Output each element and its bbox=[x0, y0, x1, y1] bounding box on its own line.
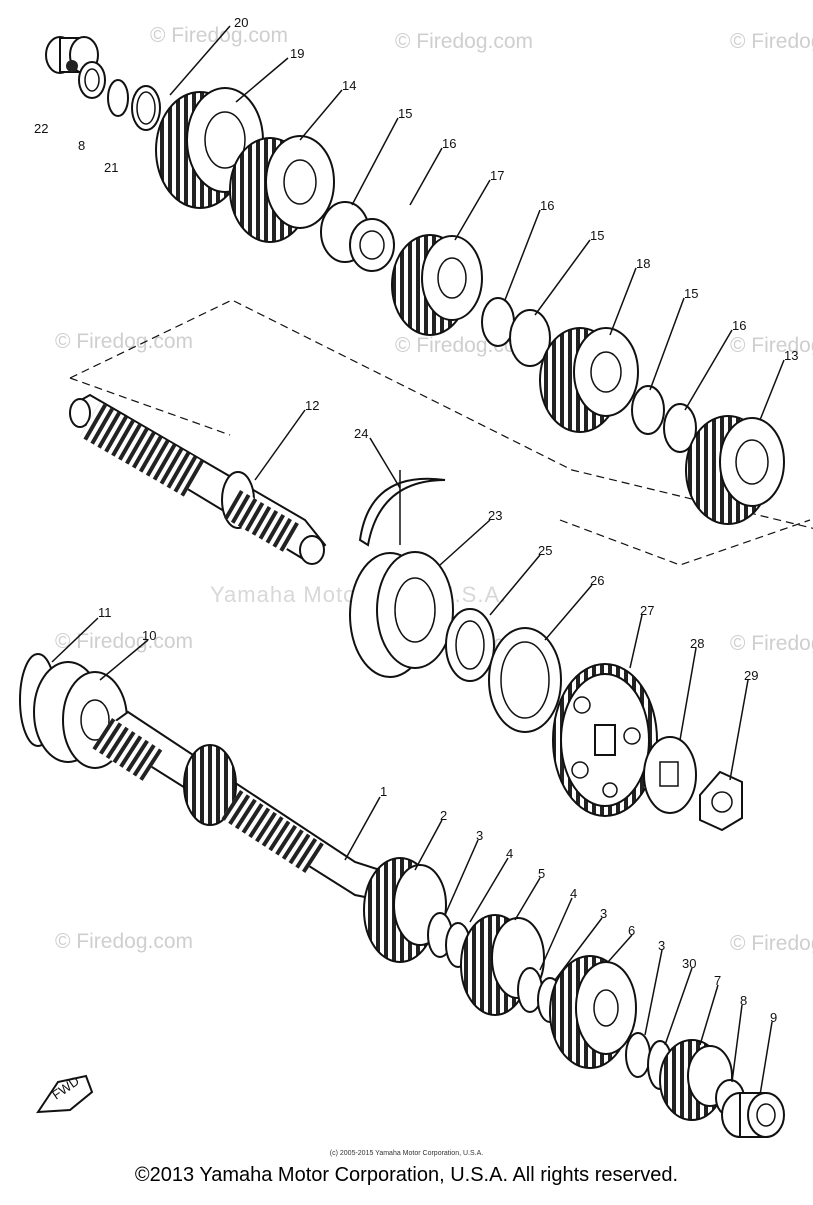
label-2: 2 bbox=[440, 808, 447, 823]
watermark: © Firedog.com bbox=[730, 30, 813, 53]
fwd-arrow: FWD bbox=[36, 1073, 94, 1114]
label-16: 16 bbox=[442, 136, 456, 151]
watermark: © Firedog.com bbox=[395, 30, 533, 53]
watermark: © Firedog.com bbox=[55, 930, 193, 953]
part-27-sprocket bbox=[552, 663, 658, 817]
label-20: 20 bbox=[234, 15, 248, 30]
label-8: 8 bbox=[78, 138, 85, 153]
label-4: 4 bbox=[570, 886, 577, 901]
watermark: © Firedog.com bbox=[730, 932, 813, 955]
leader-lines bbox=[51, 25, 785, 1096]
part-15-circlip-b bbox=[509, 309, 551, 367]
part-23-bearing bbox=[349, 551, 454, 678]
part-24-circlip bbox=[358, 477, 446, 547]
label-3: 3 bbox=[600, 906, 607, 921]
part-17-gear bbox=[391, 234, 483, 336]
label-26: 26 bbox=[590, 573, 604, 588]
label-5: 5 bbox=[538, 866, 545, 881]
label-19: 19 bbox=[290, 46, 304, 61]
part-15-circlip-c bbox=[631, 385, 665, 435]
part-22-bearing bbox=[45, 36, 99, 74]
watermark: © Firedog.com bbox=[730, 334, 813, 357]
label-18: 18 bbox=[636, 256, 650, 271]
label-29: 29 bbox=[744, 668, 758, 683]
label-12: 12 bbox=[305, 398, 319, 413]
label-13: 13 bbox=[784, 348, 798, 363]
part-9-collar bbox=[721, 1092, 785, 1138]
label-10: 10 bbox=[142, 628, 156, 643]
part-12-main-shaft bbox=[69, 393, 327, 565]
label-11: 11 bbox=[98, 605, 112, 620]
part-25-collar bbox=[445, 608, 495, 682]
label-16: 16 bbox=[732, 318, 746, 333]
label-7: 7 bbox=[714, 973, 721, 988]
part-20-washer bbox=[131, 85, 161, 131]
watermark: © Firedog.com bbox=[150, 24, 288, 47]
label-25: 25 bbox=[538, 543, 552, 558]
label-24: 24 bbox=[354, 426, 368, 441]
part-18-gear bbox=[539, 327, 639, 433]
part-labels: 20 19 14 15 16 17 16 15 18 15 16 13 22 8… bbox=[34, 15, 798, 1025]
label-16: 16 bbox=[540, 198, 554, 213]
part-1-drive-axle bbox=[92, 710, 381, 902]
small-copyright: (c) 2005-2015 Yamaha Motor Corporation, … bbox=[329, 1150, 484, 1157]
dashed-enclosure-lower bbox=[69, 377, 811, 566]
label-28: 28 bbox=[690, 636, 704, 651]
part-3-circlip-c bbox=[625, 1032, 651, 1078]
part-6-gear bbox=[549, 955, 637, 1069]
label-8: 8 bbox=[740, 993, 747, 1008]
part-16-washer-a bbox=[349, 218, 395, 272]
label-3: 3 bbox=[658, 938, 665, 953]
watermark: © Firedog.com bbox=[55, 630, 193, 653]
dashed-enclosure bbox=[69, 299, 813, 529]
label-1: 1 bbox=[380, 784, 387, 799]
watermark: © Firedog.com bbox=[730, 632, 813, 655]
copyright-footer: ©2013 Yamaha Motor Corporation, U.S.A. A… bbox=[134, 1164, 679, 1186]
label-6: 6 bbox=[628, 923, 635, 938]
label-22: 22 bbox=[34, 121, 48, 136]
part-14-gear bbox=[229, 135, 335, 243]
label-30: 30 bbox=[682, 956, 696, 971]
label-23: 23 bbox=[488, 508, 502, 523]
label-15: 15 bbox=[398, 106, 412, 121]
part-16-washer-c bbox=[663, 403, 697, 453]
label-9: 9 bbox=[770, 1010, 777, 1025]
part-8-washer bbox=[78, 61, 106, 99]
label-27: 27 bbox=[640, 603, 654, 618]
part-28-lock-washer bbox=[643, 736, 697, 814]
part-29-nut bbox=[699, 770, 743, 832]
label-4: 4 bbox=[506, 846, 513, 861]
label-15: 15 bbox=[684, 286, 698, 301]
label-17: 17 bbox=[490, 168, 504, 183]
label-21: 21 bbox=[104, 160, 118, 175]
label-14: 14 bbox=[342, 78, 356, 93]
part-21-circlip bbox=[107, 79, 129, 117]
watermark: © Firedog.com bbox=[55, 330, 193, 353]
part-13-gear bbox=[685, 415, 785, 525]
label-3: 3 bbox=[476, 828, 483, 843]
part-26-oil-seal bbox=[488, 627, 562, 733]
label-15: 15 bbox=[590, 228, 604, 243]
